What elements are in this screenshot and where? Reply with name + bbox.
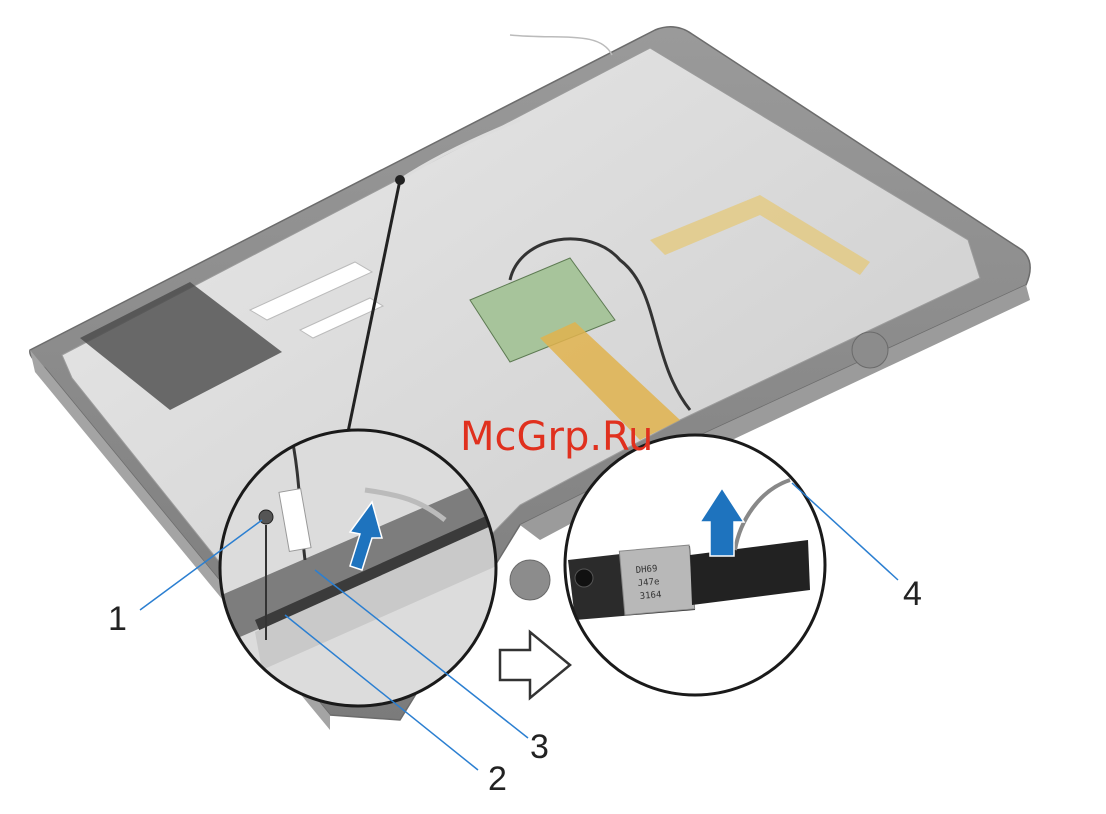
watermark-text: McGrp.Ru: [460, 414, 653, 460]
display-assembly: [30, 27, 1030, 730]
camera-text-3: 3164: [639, 590, 661, 602]
callout-3: 3: [530, 728, 549, 766]
screw-icon: [259, 510, 273, 524]
detail-circle-right: DH69 J47e 3164: [565, 435, 825, 695]
camera-lens-icon: [575, 569, 593, 587]
camera-text-2: J47e: [637, 577, 659, 589]
callout-4: 4: [903, 575, 922, 613]
callout-2: 2: [488, 760, 507, 798]
detail-pointer-dot: [395, 175, 405, 185]
vent-grille-bottom: [510, 560, 550, 600]
callout-1: 1: [108, 600, 127, 638]
camera-cable-top: [510, 35, 612, 55]
vent-grille-right: [852, 332, 888, 368]
camera-text-1: DH69: [635, 564, 657, 576]
transition-arrow: [500, 632, 570, 698]
